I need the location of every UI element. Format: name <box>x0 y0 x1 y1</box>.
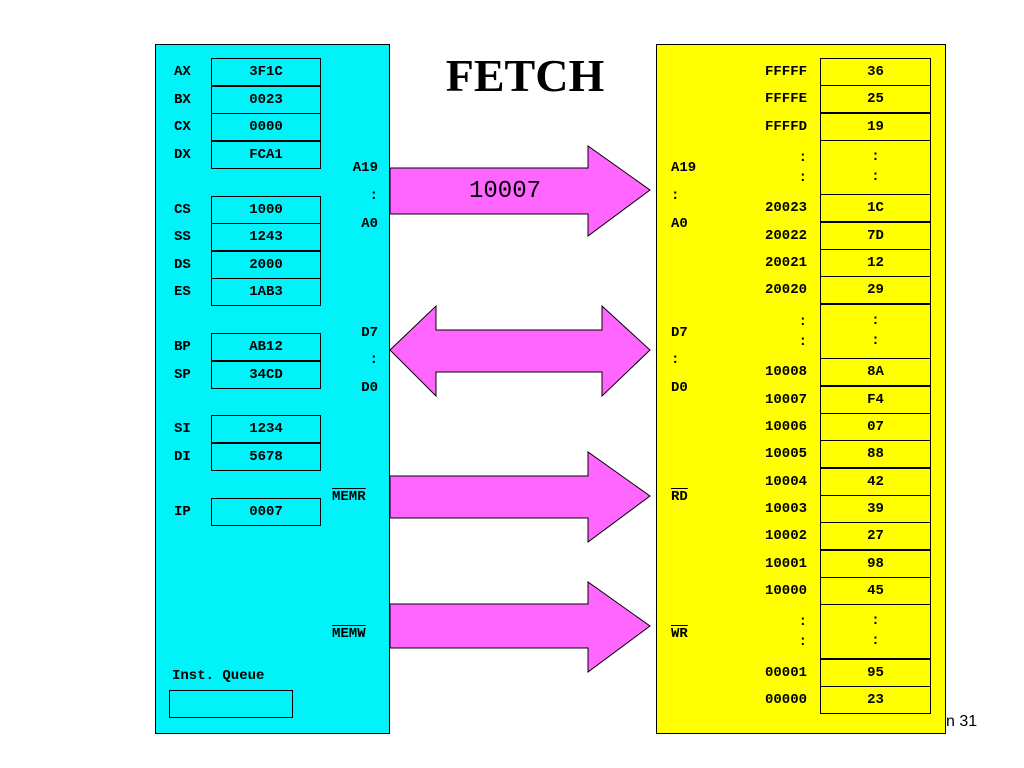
mem-rd-signal: RD <box>671 489 688 505</box>
memory-cell: 8A <box>820 358 931 387</box>
memory-address: 10005 <box>764 446 807 463</box>
memory-address: 20022 <box>764 227 807 244</box>
register-value-dx: FCA1 <box>211 141 321 169</box>
memory-address: 10002 <box>764 528 807 545</box>
mem-wr-signal: WR <box>671 626 688 642</box>
memory-address: 10004 <box>764 473 807 490</box>
cpu-panel <box>155 44 390 734</box>
mem-data-bus-mid: : <box>671 352 680 368</box>
memory-cell: 07 <box>820 412 931 441</box>
memory-address: 00000 <box>764 692 807 708</box>
register-value-si: 1234 <box>211 415 321 443</box>
mem-address-bus-bottom: A0 <box>671 216 688 232</box>
memory-address: 10008 <box>764 364 807 381</box>
register-name-bp: BP <box>174 339 191 355</box>
memory-cell: 19 <box>820 112 931 141</box>
register-name-bx: BX <box>174 92 191 108</box>
inst-queue-box <box>169 690 293 718</box>
memw-wr-arrow <box>389 581 651 673</box>
cpu-data-bus-top: D7 <box>361 325 378 341</box>
register-name-cx: CX <box>174 119 191 135</box>
register-value-di: 5678 <box>211 443 321 471</box>
memory-address: 10007 <box>764 391 807 408</box>
memory-address: FFFFD <box>764 118 807 135</box>
register-name-ip: IP <box>174 504 191 520</box>
memory-address: 10000 <box>764 582 807 599</box>
memory-cell: 42 <box>820 467 931 496</box>
memory-address-ellipsis: : : <box>798 150 807 187</box>
register-value-es: 1AB3 <box>211 278 321 306</box>
slide-number: n 31 <box>946 713 978 730</box>
memory-cell: 88 <box>820 440 931 469</box>
memory-cell-ellipsis: : : <box>820 303 931 359</box>
register-name-si: SI <box>174 421 191 437</box>
cpu-memw-signal: MEMW <box>332 626 366 642</box>
memory-address: 10006 <box>764 418 807 435</box>
memory-address: 20023 <box>764 200 807 217</box>
mem-address-bus-mid: : <box>671 188 680 204</box>
register-name-cs: CS <box>174 202 191 218</box>
address-bus-value: 10007 <box>468 178 541 205</box>
memory-cell: 12 <box>820 249 931 278</box>
memory-cell: 27 <box>820 522 931 551</box>
memory-cell: 7D <box>820 221 931 250</box>
register-name-ds: DS <box>174 257 191 273</box>
register-name-dx: DX <box>174 147 191 163</box>
memory-cell: 95 <box>820 658 931 687</box>
register-name-es: ES <box>174 284 191 300</box>
memory-cell: 29 <box>820 276 931 305</box>
mem-data-bus-top: D7 <box>671 325 688 341</box>
register-value-ss: 1243 <box>211 223 321 251</box>
memory-panel <box>656 44 946 734</box>
memory-address: FFFFE <box>764 91 807 108</box>
mem-data-bus-bottom: D0 <box>671 380 688 396</box>
cpu-memr-signal: MEMR <box>332 489 366 505</box>
memory-address: 10003 <box>764 500 807 517</box>
register-value-ax: 3F1C <box>211 58 321 86</box>
memory-address: 20021 <box>764 255 807 272</box>
cpu-address-bus-bottom: A0 <box>361 216 378 232</box>
memory-cell: 45 <box>820 576 931 605</box>
register-value-ip: 0007 <box>211 498 321 526</box>
memory-address-ellipsis: : : <box>798 313 807 350</box>
memory-address: FFFFF <box>764 64 807 80</box>
memr-rd-arrow <box>389 451 651 543</box>
register-value-sp: 34CD <box>211 361 321 389</box>
page-title: FETCH <box>445 50 605 101</box>
register-value-cs: 1000 <box>211 196 321 224</box>
mem-address-bus-top: A19 <box>671 160 697 176</box>
inst-queue-label: Inst. Queue <box>172 668 265 684</box>
memory-cell: F4 <box>820 385 931 414</box>
memory-cell-ellipsis: : : <box>820 140 931 196</box>
memory-cell: 1C <box>820 194 931 223</box>
cpu-data-bus-mid: : <box>369 352 378 368</box>
register-name-sp: SP <box>174 367 191 383</box>
register-value-cx: 0000 <box>211 113 321 141</box>
data-bus-arrow <box>389 304 651 398</box>
cpu-address-bus-mid: : <box>369 188 378 204</box>
memory-address-ellipsis: : : <box>798 614 807 651</box>
register-value-bx: 0023 <box>211 86 321 114</box>
address-bus-arrow <box>389 145 651 237</box>
cpu-data-bus-bottom: D0 <box>361 380 378 396</box>
register-name-ss: SS <box>174 229 191 245</box>
memory-cell: 36 <box>820 58 931 86</box>
register-name-di: DI <box>174 449 191 465</box>
memory-cell: 23 <box>820 686 931 714</box>
register-name-ax: AX <box>174 64 191 80</box>
memory-cell: 39 <box>820 494 931 523</box>
register-value-ds: 2000 <box>211 251 321 279</box>
memory-address: 10001 <box>764 555 807 572</box>
memory-cell: 25 <box>820 85 931 114</box>
memory-address: 20020 <box>764 282 807 299</box>
memory-address: 00001 <box>764 664 807 681</box>
register-value-bp: AB12 <box>211 333 321 361</box>
memory-cell: 98 <box>820 549 931 578</box>
cpu-address-bus-top: A19 <box>352 160 378 176</box>
memory-cell-ellipsis: : : <box>820 604 931 660</box>
